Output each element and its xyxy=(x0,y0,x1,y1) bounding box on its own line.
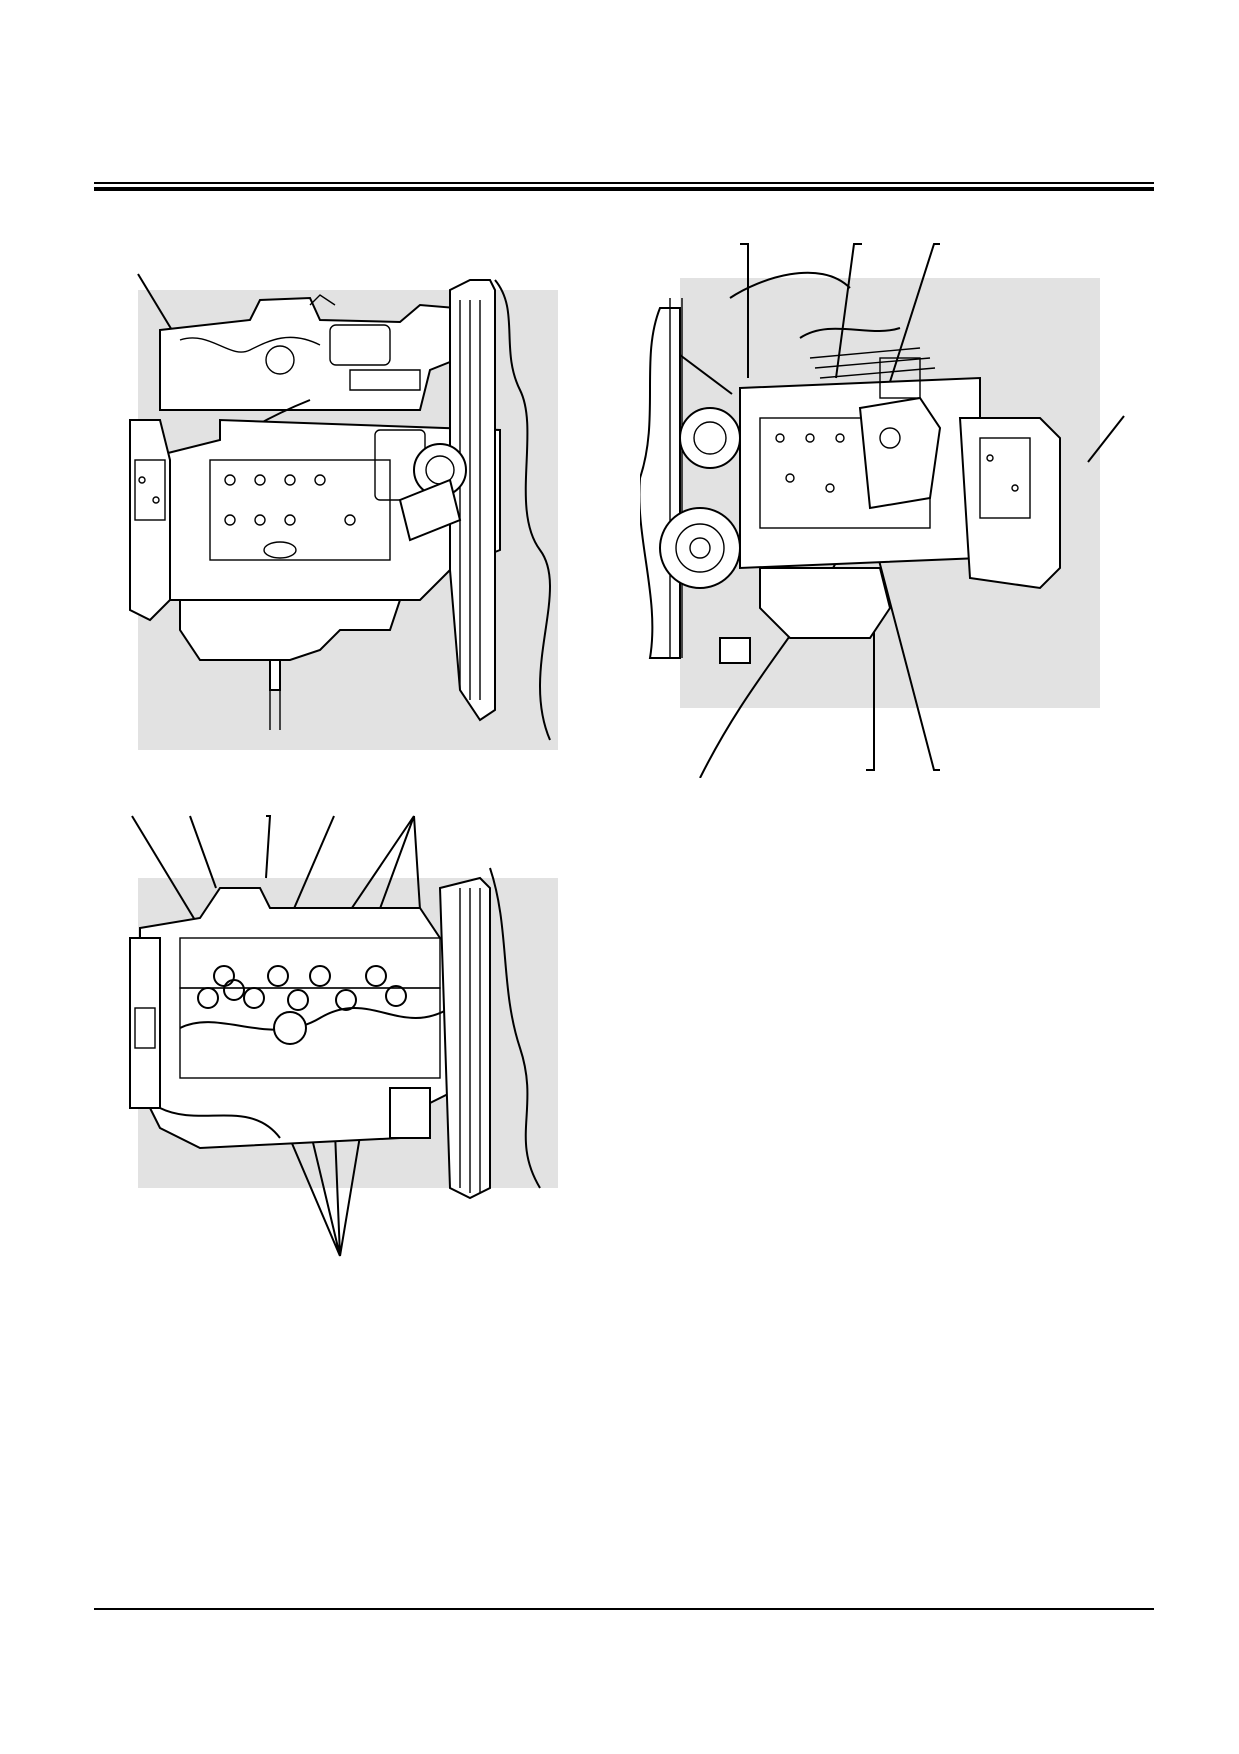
circled-point-2 xyxy=(267,965,289,987)
callout-leader-3 xyxy=(835,243,862,379)
callout-leader-4 xyxy=(887,243,940,389)
callout-leader-2 xyxy=(740,243,749,378)
circled-point-10 xyxy=(385,985,407,1007)
header-rule-thin xyxy=(94,182,1154,184)
callout-leader-7 xyxy=(866,568,875,771)
engine-top-view xyxy=(120,808,560,1268)
circled-point-7 xyxy=(287,989,309,1011)
engine-left-side-view xyxy=(120,270,560,750)
footer-rule xyxy=(94,1608,1154,1610)
callout-leader-6 xyxy=(1087,415,1125,463)
engine-right-side-view xyxy=(640,238,1200,778)
circled-point-5 xyxy=(197,987,219,1009)
circled-point-8 xyxy=(335,989,357,1011)
callout-leader-8 xyxy=(859,487,940,771)
callout-leader-10 xyxy=(189,815,217,889)
callout-leader-11 xyxy=(265,815,272,879)
circled-point-9 xyxy=(223,979,245,1001)
header-rule-thick xyxy=(94,187,1154,191)
circled-point-6 xyxy=(243,987,265,1009)
circled-point-4 xyxy=(365,965,387,987)
circled-point-3 xyxy=(309,965,331,987)
